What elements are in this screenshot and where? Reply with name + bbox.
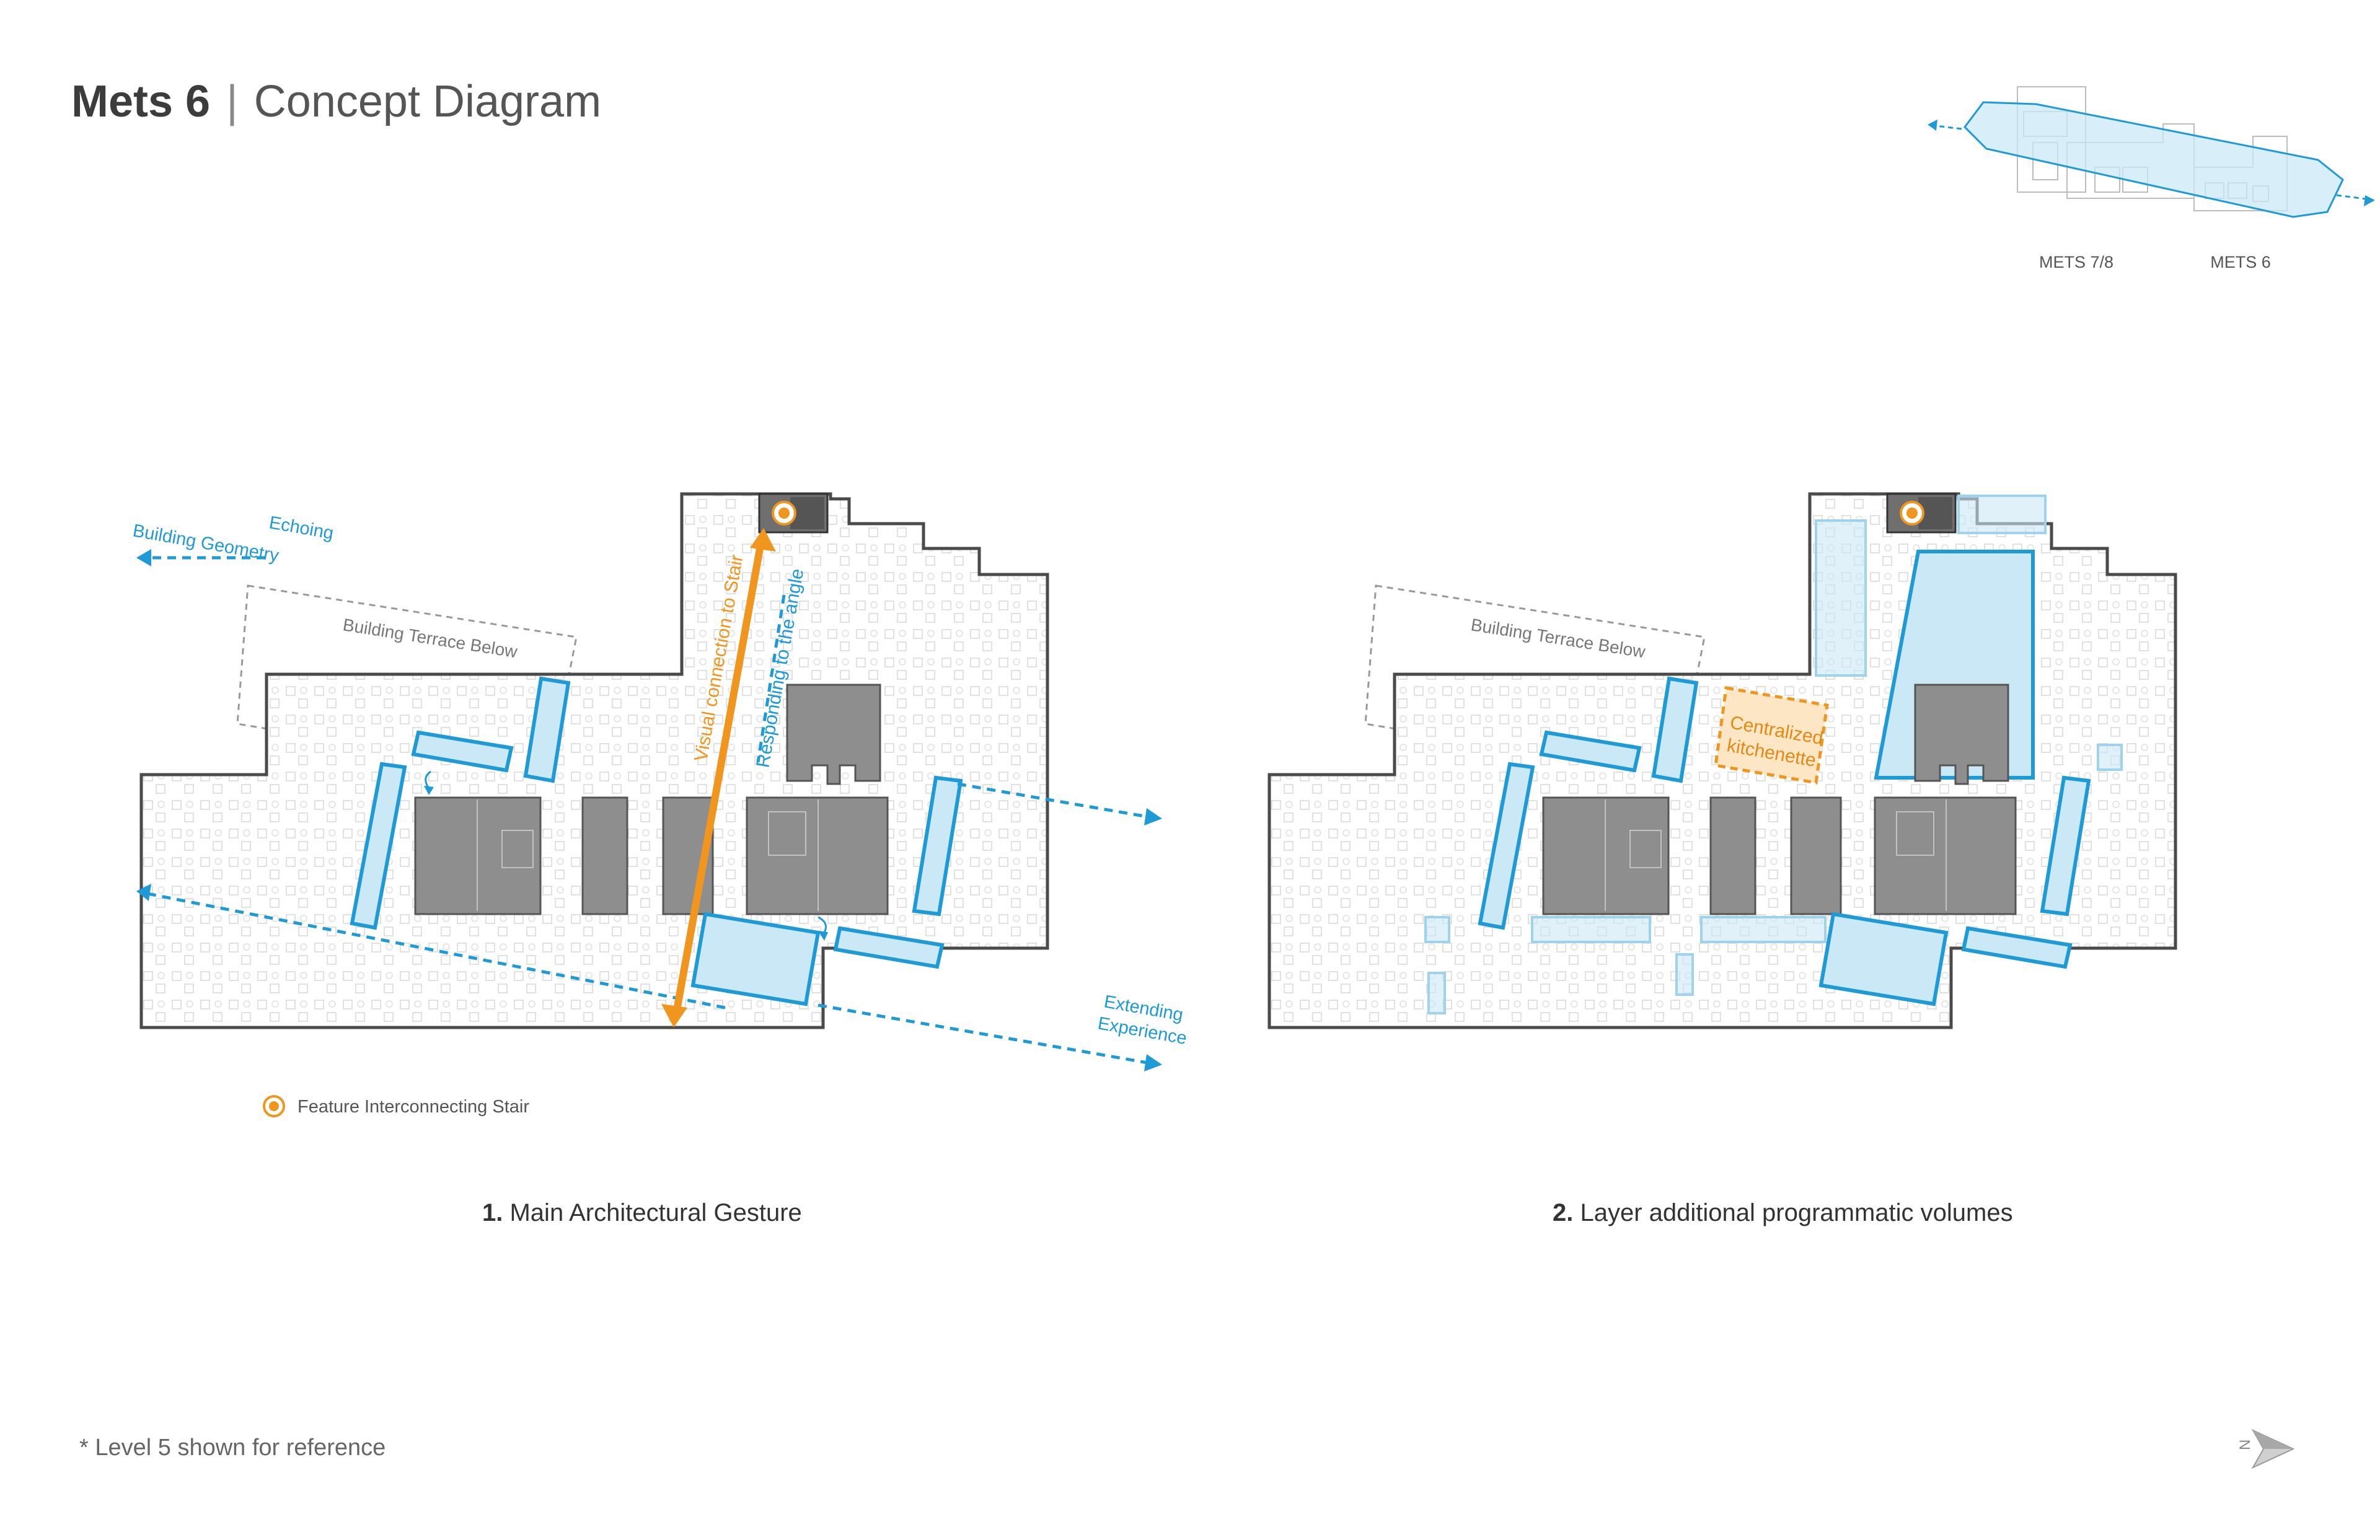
key-plan-label-right: METS 6 (2210, 253, 2271, 271)
caption-1-number: 1. (482, 1199, 503, 1226)
terrace-label: Building Terrace Below (1470, 615, 1647, 661)
caption-2-text: Layer additional programmatic volumes (1580, 1199, 2013, 1226)
volume-left-small (411, 730, 514, 773)
main-gesture-line (673, 544, 764, 1011)
arrow-icon (750, 528, 776, 552)
label-echoing-1: Echoing (268, 513, 335, 543)
caption-2-number: 2. (1553, 1199, 1574, 1226)
stair-icon (1900, 501, 1924, 526)
key-plan: METS 7/8 METS 6 (1928, 86, 2375, 271)
building-cores (414, 684, 889, 915)
stair-icon (772, 501, 796, 526)
secondary-volumes (1424, 495, 2123, 1014)
kitchenette-volume (1714, 686, 1829, 785)
program-volumes (1478, 676, 2091, 1006)
volume-left-tall (350, 762, 407, 930)
arrow-icon (136, 884, 151, 901)
arrow-icon (136, 549, 151, 566)
volume-bottom-bar (833, 926, 945, 969)
key-plan-highlight (1963, 101, 2344, 218)
arrow-icon (1144, 1054, 1162, 1071)
title-light: Concept Diagram (253, 77, 602, 126)
title-separator: | (226, 77, 238, 126)
key-plan-label-left: METS 7/8 (2039, 253, 2113, 271)
arrow-icon (1144, 808, 1162, 825)
caption-1-text: Main Architectural Gesture (509, 1199, 802, 1226)
arrow-icon (818, 931, 828, 941)
volume-center-upper (1651, 676, 1699, 783)
footnote: * Level 5 shown for reference (79, 1435, 386, 1461)
volume-left-tall (1478, 762, 1535, 930)
north-arrow-icon: N (2237, 1428, 2295, 1469)
page-title: Mets 6 | Concept Diagram (71, 73, 601, 130)
volume-center-upper (523, 676, 571, 783)
north-letter: N (2237, 1440, 2254, 1450)
arrow-icon (424, 786, 434, 795)
caption-1: 1. Main Architectural Gesture (482, 1199, 802, 1227)
arrow-icon (661, 1004, 687, 1027)
stair-icon (263, 1095, 285, 1117)
arrow-icon (1928, 120, 1937, 131)
volume-right-upper (2040, 775, 2091, 917)
diagram-2: Building Terrace Below (1267, 492, 2177, 1029)
volume-left-small (1539, 730, 1642, 773)
terrace-label: Building Terrace Below (342, 615, 519, 661)
volume-bottom-square (1818, 912, 1949, 1006)
caption-2: 2. Layer additional programmatic volumes (1553, 1199, 2013, 1227)
program-volumes (350, 676, 963, 1006)
arrow-icon (2364, 195, 2375, 206)
title-bold: Mets 6 (71, 77, 211, 126)
diagram-1: Building Terrace Below (131, 492, 1188, 1117)
legend-label: Feature Interconnecting Stair (298, 1097, 529, 1117)
volume-bottom-square (690, 912, 821, 1006)
volume-right-upper (912, 775, 963, 917)
volume-bottom-bar (1961, 926, 2073, 969)
